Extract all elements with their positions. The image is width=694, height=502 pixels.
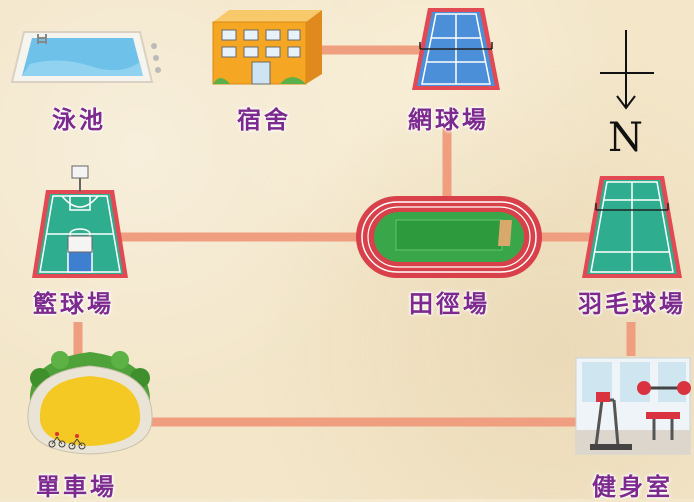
dorm-illustration <box>212 10 322 85</box>
label-pool: 泳池 <box>52 106 106 134</box>
label-bike-park: 單車場 <box>36 473 117 501</box>
pool-illustration <box>10 31 161 83</box>
label-badminton-court: 羽毛球場 <box>578 290 686 318</box>
gym-illustration <box>575 357 691 455</box>
badminton-court-illustration <box>582 176 682 278</box>
label-track: 田徑場 <box>409 290 490 318</box>
label-basketball-court: 籃球場 <box>33 290 114 318</box>
compass-north-label: N <box>608 115 643 161</box>
compass-icon <box>600 30 654 110</box>
label-tennis-court: 網球場 <box>408 106 489 134</box>
label-dorm: 宿舍 <box>237 106 291 134</box>
track-illustration <box>356 196 542 278</box>
label-gym: 健身室 <box>592 473 673 501</box>
basketball-court-illustration <box>32 165 128 278</box>
path-network <box>73 45 636 427</box>
bike-park-illustration <box>27 351 153 455</box>
tennis-court-illustration <box>412 8 500 90</box>
